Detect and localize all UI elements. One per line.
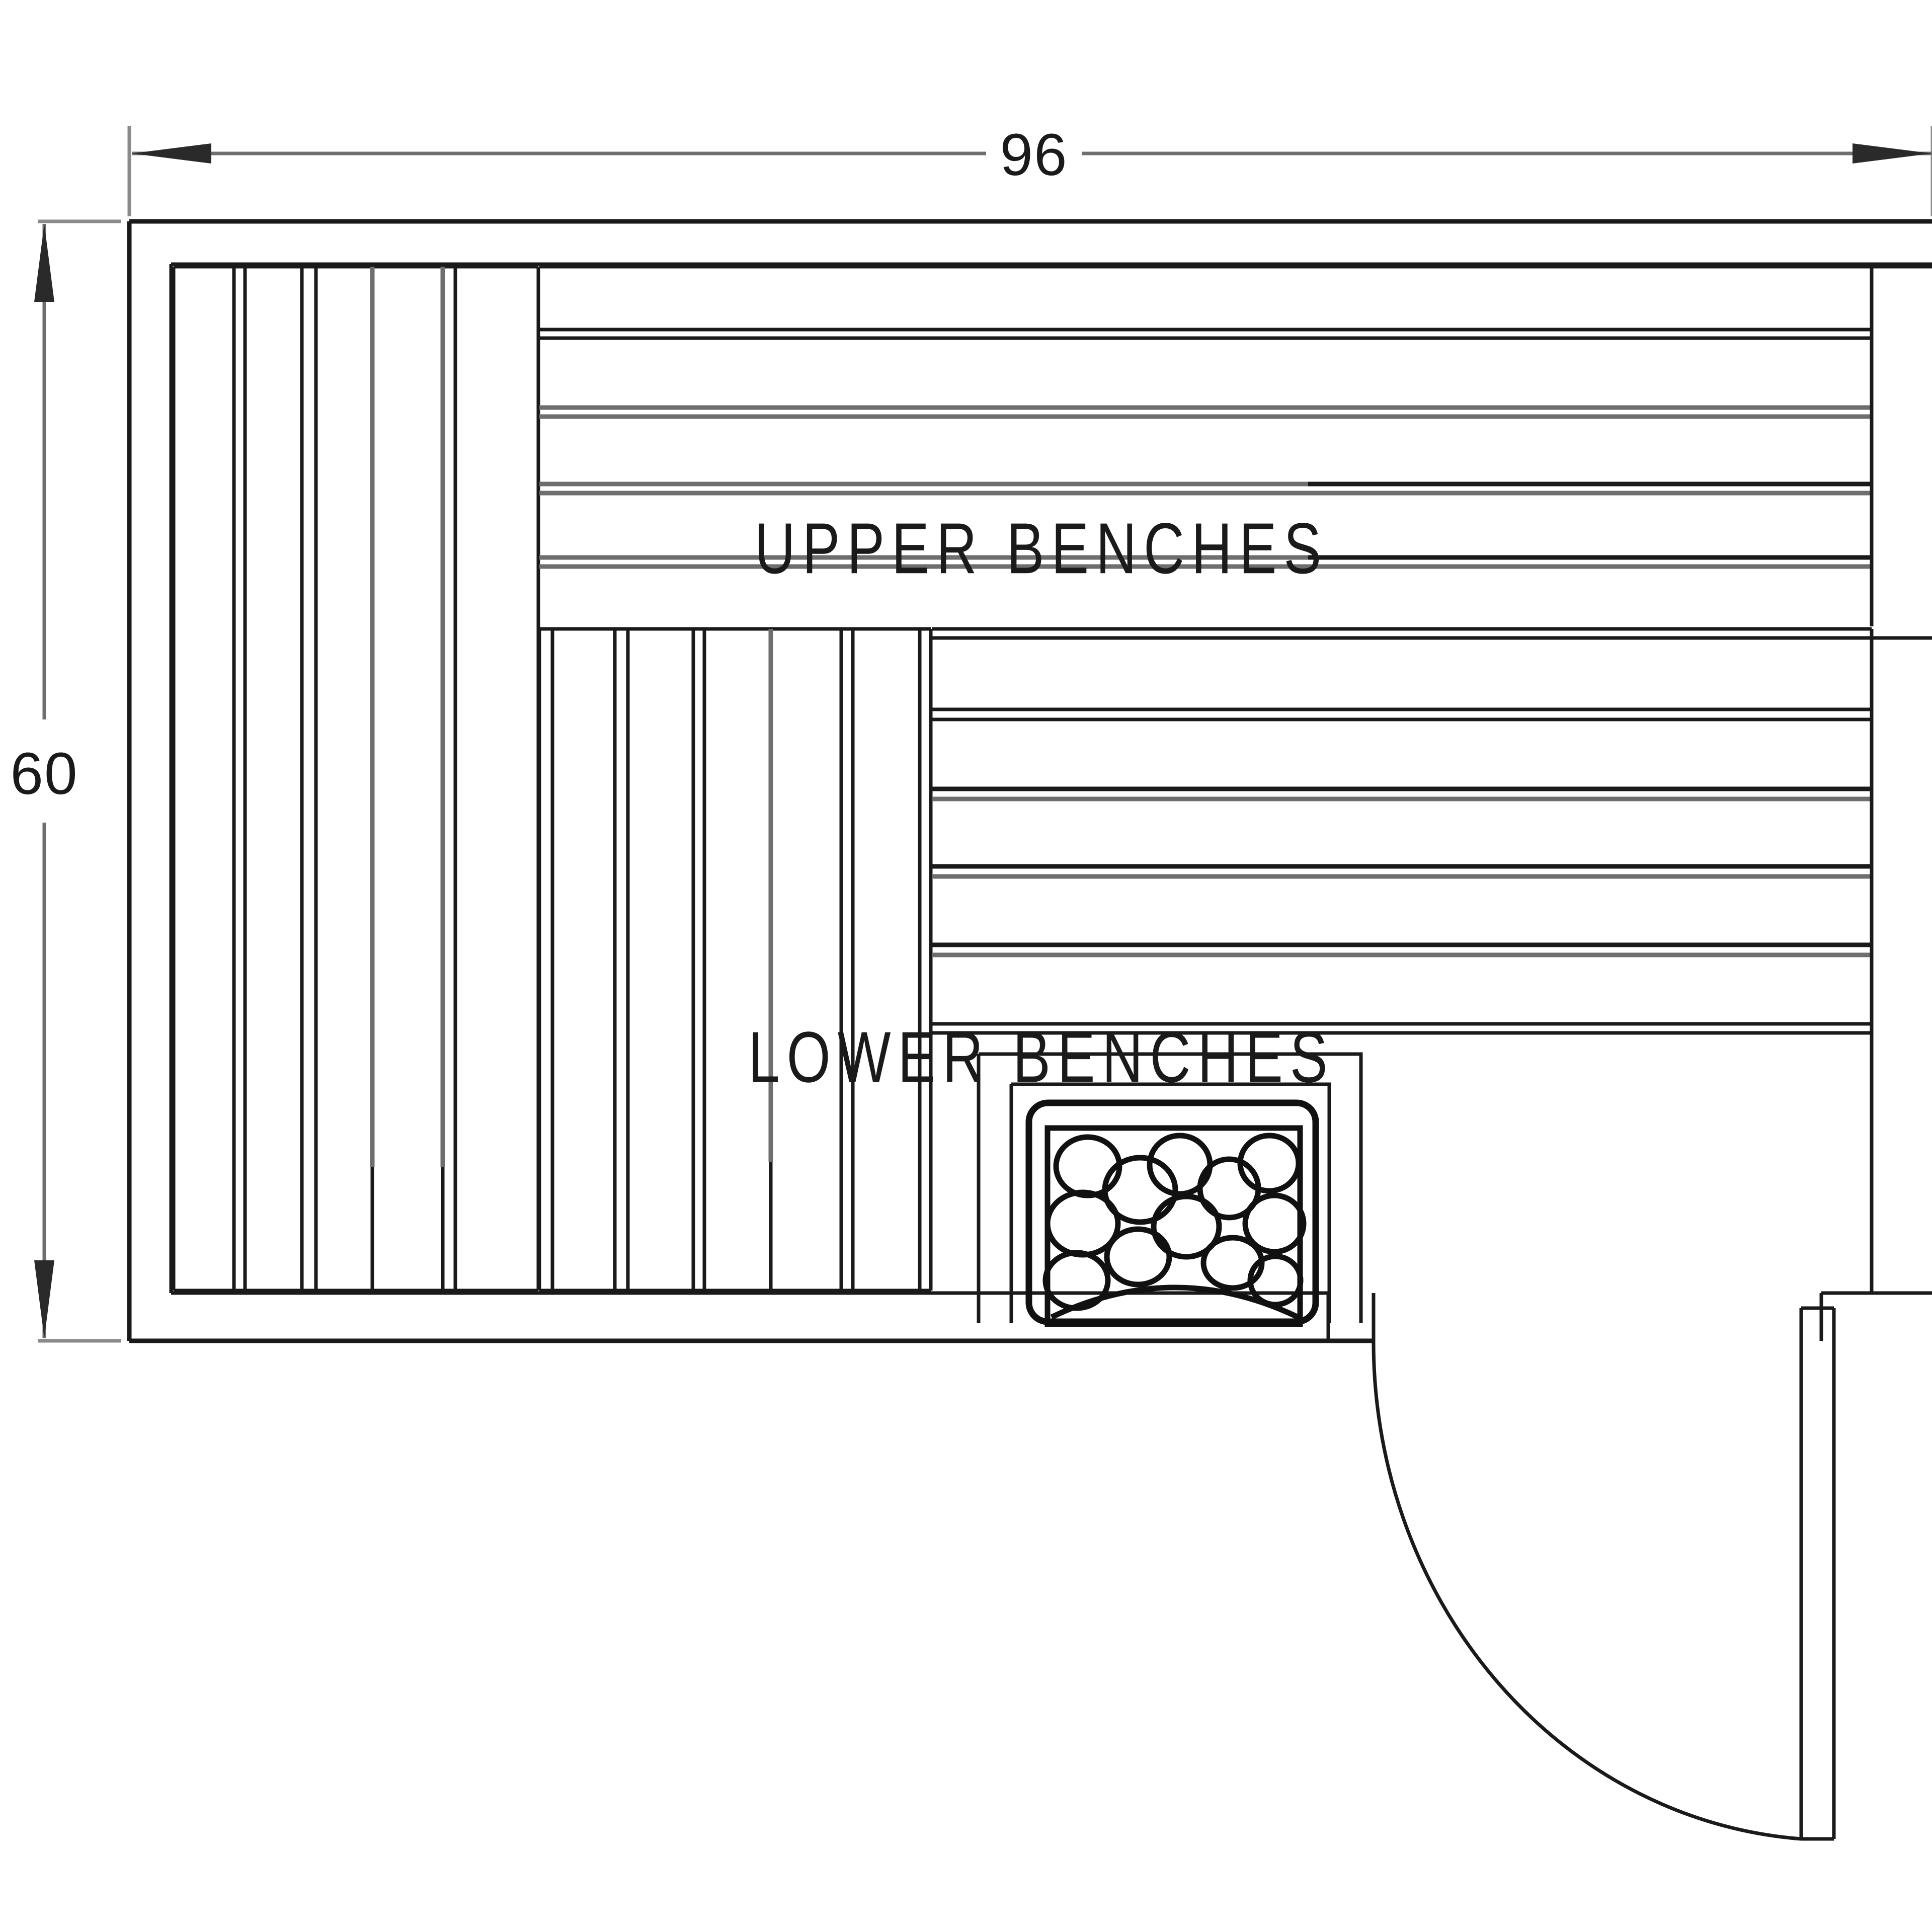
heater-frame-2 xyxy=(1011,1082,1331,1323)
dimension-width-label: 96 xyxy=(1000,122,1068,188)
dimension-depth-60: 60 xyxy=(10,219,121,1343)
heater-grate-arc xyxy=(1050,1284,1300,1320)
stone-10 xyxy=(1237,1133,1302,1194)
upper-bench-left-slats xyxy=(172,265,540,1293)
arrowhead-top xyxy=(34,224,54,302)
arrowhead-left xyxy=(132,143,211,164)
door-swing-arc xyxy=(1372,1340,1802,1841)
door-assembly[interactable] xyxy=(1326,1293,1836,1841)
stone-7 xyxy=(1151,1193,1222,1260)
heater-hearth-outer xyxy=(979,1052,1363,1323)
upper-bench-boards: UPPER BENCHES xyxy=(539,265,1932,626)
arrowhead-bottom xyxy=(34,1260,54,1338)
sauna-heater[interactable] xyxy=(977,1052,1363,1327)
lower-bench-boards: LOWER BENCHES xyxy=(748,627,1932,1293)
dimension-width-96: 96 xyxy=(127,122,1932,216)
stone-4 xyxy=(1102,1155,1178,1225)
stone-12 xyxy=(1247,1253,1304,1308)
heater-stones xyxy=(1042,1133,1307,1320)
stone-1 xyxy=(1053,1134,1122,1198)
stone-11 xyxy=(1242,1192,1307,1255)
upper-benches-label: UPPER BENCHES xyxy=(755,509,1328,589)
lower-bench-left-slats xyxy=(537,627,933,1293)
dimension-depth-label: 60 xyxy=(10,741,78,807)
arrowhead-right xyxy=(1853,143,1932,164)
stone-5 xyxy=(1104,1226,1172,1287)
